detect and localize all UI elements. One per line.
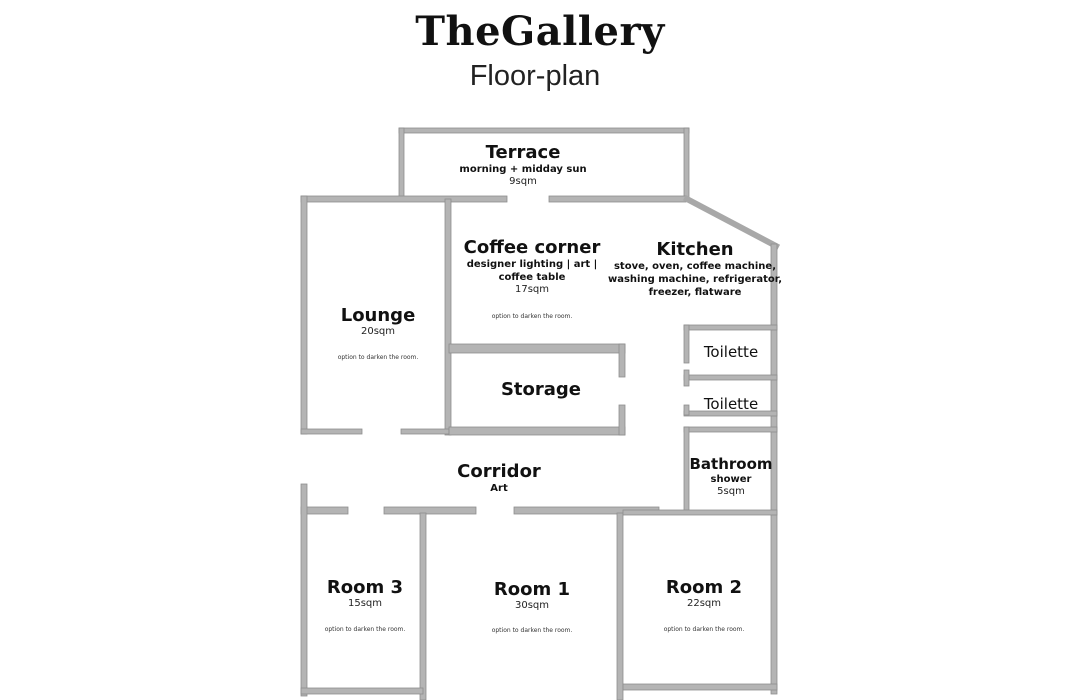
room-coffee-note: option to darken the room. bbox=[491, 313, 573, 320]
room-2-size: 22sqm bbox=[686, 598, 722, 609]
room-corridor: Corridor Art bbox=[457, 461, 541, 495]
wall-corridor-bottom-1 bbox=[300, 506, 349, 515]
wall-toilette-left-1 bbox=[683, 324, 690, 364]
room-terrace-desc: morning + midday sun bbox=[459, 164, 587, 175]
room-coffee-size: 17sqm bbox=[514, 284, 550, 295]
room-lounge-note: option to darken the room. bbox=[337, 354, 419, 361]
room-storage-name: Storage bbox=[500, 379, 582, 400]
wall-storage-top bbox=[448, 343, 626, 354]
room-bathroom-size: 5sqm bbox=[717, 486, 745, 497]
page-title: TheGallery bbox=[415, 8, 665, 55]
room-terrace-size: 9sqm bbox=[509, 176, 537, 187]
wall-storage-right-lower bbox=[618, 404, 626, 436]
room-1: Room 1 30sqm bbox=[494, 579, 570, 611]
room-coffee-desc-2: coffee table bbox=[498, 272, 566, 283]
room-kitchen-desc-1: stove, oven, coffee machine, bbox=[613, 261, 777, 272]
page-subtitle: Floor-plan bbox=[469, 60, 601, 92]
wall-toilette-divider-1 bbox=[683, 374, 778, 381]
room-kitchen-desc-2: washing machine, refrigerator, bbox=[607, 274, 783, 285]
wall-room2-top bbox=[622, 509, 778, 516]
wall-bathroom-left bbox=[683, 426, 690, 512]
wall-room3-bottom bbox=[300, 687, 424, 695]
room-3-name: Room 3 bbox=[326, 577, 404, 598]
room-bathroom: Bathroom shower 5sqm bbox=[689, 455, 772, 497]
room-bathroom-desc: shower bbox=[710, 474, 752, 485]
room-1-name: Room 1 bbox=[493, 579, 571, 600]
room-coffee-name: Coffee corner bbox=[463, 237, 601, 258]
room-2: Room 2 22sqm bbox=[666, 577, 742, 609]
wall-storage-right-upper bbox=[618, 343, 626, 378]
wall-terrace-left bbox=[398, 127, 405, 199]
wall-terrace-top bbox=[398, 127, 690, 134]
room-3-note: option to darken the room. bbox=[324, 626, 406, 633]
room-lounge-size: 20sqm bbox=[360, 326, 396, 337]
wall-corridor-bottom-2 bbox=[383, 506, 477, 515]
room-lounge: Lounge 20sqm bbox=[341, 305, 416, 337]
room-corridor-desc: Art bbox=[490, 483, 508, 494]
room-bathroom-name: Bathroom bbox=[689, 455, 773, 473]
wall-top-right bbox=[548, 195, 687, 203]
room-corridor-name: Corridor bbox=[457, 461, 541, 482]
wall-storage-bottom bbox=[448, 426, 626, 436]
wall-lounge-bottom-left bbox=[300, 428, 363, 435]
room-coffee-desc-1: designer lighting | art | bbox=[466, 259, 598, 270]
room-kitchen-name: Kitchen bbox=[656, 239, 734, 260]
wall-bathroom-top bbox=[683, 426, 778, 433]
wall-lounge-left bbox=[300, 195, 308, 435]
room-kitchen: Kitchen stove, oven, coffee machine, was… bbox=[608, 239, 782, 299]
room-coffee-corner: Coffee corner designer lighting | art | … bbox=[464, 237, 601, 295]
wall-terrace-right bbox=[683, 127, 690, 199]
room-terrace-name: Terrace bbox=[485, 142, 561, 163]
wall-right-exterior bbox=[770, 243, 778, 695]
walls bbox=[300, 127, 781, 700]
wall-toilette-left-3 bbox=[683, 404, 690, 416]
room-3-size: 15sqm bbox=[347, 598, 383, 609]
wall-lower-left bbox=[300, 483, 308, 697]
wall-lounge-right bbox=[444, 198, 452, 436]
wall-room2-bottom bbox=[622, 683, 778, 691]
room-2-note: option to darken the room. bbox=[663, 626, 745, 633]
room-terrace: Terrace morning + midday sun 9sqm bbox=[459, 142, 586, 187]
wall-top-left bbox=[300, 195, 508, 203]
room-3: Room 3 15sqm bbox=[327, 577, 403, 609]
wall-lounge-bottom-right bbox=[400, 428, 450, 435]
wall-toilette-left-2 bbox=[683, 369, 690, 387]
room-1-note: option to darken the room. bbox=[491, 627, 573, 634]
room-1-size: 30sqm bbox=[514, 600, 550, 611]
room-toilette-1-name: Toilette bbox=[703, 343, 759, 361]
room-lounge-name: Lounge bbox=[340, 305, 416, 326]
room-kitchen-desc-3: freezer, flatware bbox=[648, 287, 742, 298]
wall-kitchen-slant bbox=[682, 194, 781, 251]
wall-room3-right bbox=[419, 512, 427, 700]
room-toilette-2-name: Toilette bbox=[703, 395, 759, 413]
wall-room1-right bbox=[616, 512, 624, 700]
wall-toilette-top bbox=[683, 324, 778, 331]
room-2-name: Room 2 bbox=[665, 577, 743, 598]
